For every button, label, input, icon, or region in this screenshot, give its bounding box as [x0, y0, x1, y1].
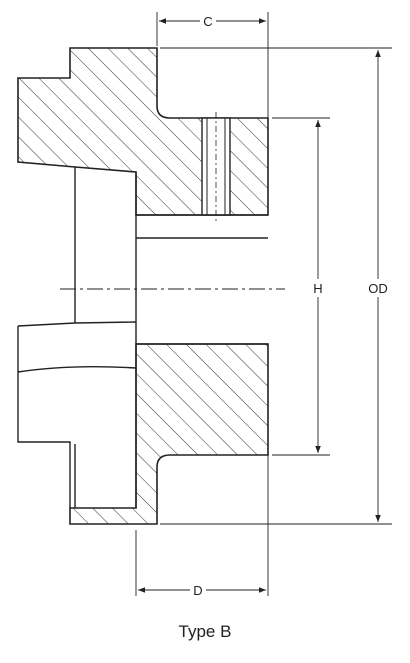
extension-lines — [135, 12, 392, 596]
dimension-c: C — [159, 12, 266, 30]
dimension-od-label: OD — [368, 281, 388, 296]
dimension-d-label: D — [193, 583, 202, 598]
dimension-d: D — [138, 581, 266, 599]
lower-section-hatched — [69, 343, 269, 525]
bore — [135, 172, 268, 508]
dimension-od: OD — [364, 50, 392, 522]
dimension-h-label: H — [313, 281, 322, 296]
lower-left-flange — [17, 321, 137, 508]
dimension-h: H — [308, 120, 328, 453]
diagram-caption: Type B — [178, 622, 232, 641]
dimension-c-label: C — [203, 14, 212, 29]
